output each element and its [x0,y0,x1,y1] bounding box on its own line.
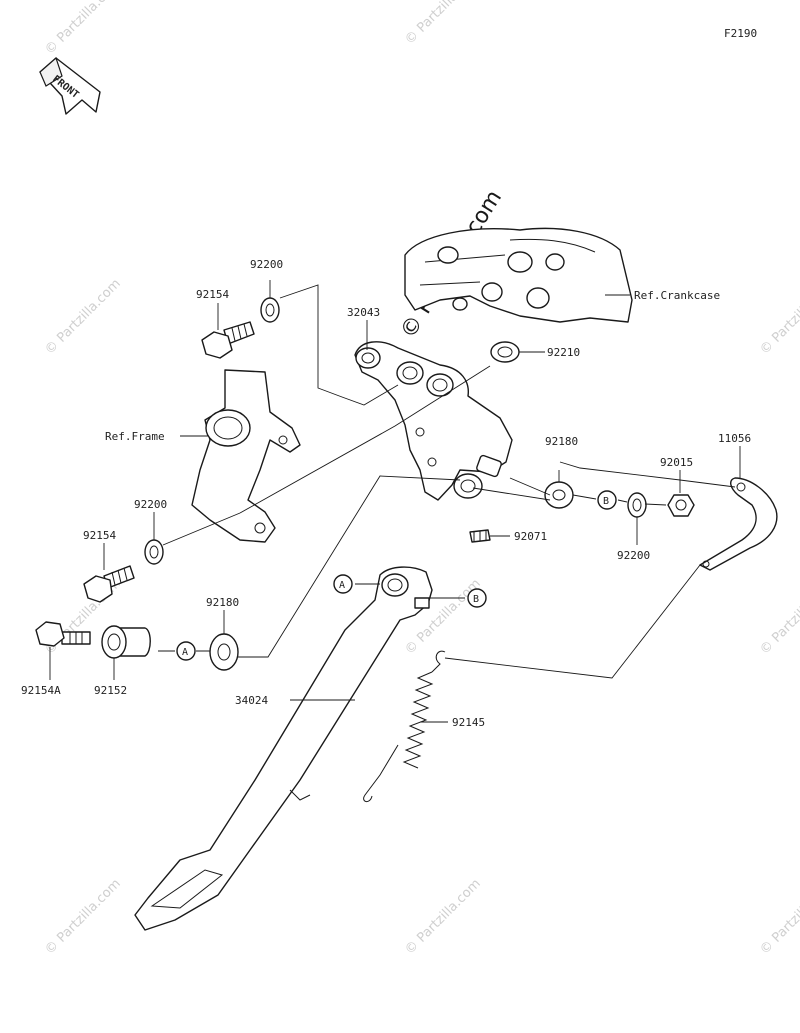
label-92210: 92210 [547,346,580,359]
washer-92200-mid [144,539,164,565]
marker-b-1: B [467,588,487,608]
label-92071: 92071 [514,530,547,543]
label-ref-crankcase: Ref.Crankcase [634,289,720,302]
nut-92015 [667,494,695,517]
washer-92180-left [209,633,239,671]
bolt-92154A [35,621,91,647]
watermark-layer: © Partzilla.com © Partzilla.com © Partzi… [42,0,800,958]
label-92200-right: 92200 [617,549,650,562]
bracket-32043 [354,341,513,501]
side-stand-34024 [134,566,433,931]
collar-92152 [101,625,151,659]
label-92154-top: 92154 [196,288,229,301]
label-11056: 11056 [718,432,751,445]
label-92200-mid: 92200 [134,498,167,511]
watermark: © Partzilla.com [757,276,800,358]
svg-text:B: B [473,594,479,605]
washer-92200-top [260,297,280,323]
svg-text:A: A [339,580,345,591]
crankcase-ref [404,227,633,323]
marker-a-1: A [333,574,353,594]
svg-text:B: B [603,496,609,507]
label-92152: 92152 [94,684,127,697]
label-92200-top: 92200 [250,258,283,271]
watermark: © Partzilla.com [757,876,800,958]
bushing-92210 [490,341,520,363]
label-92154-mid: 92154 [83,529,116,542]
watermark: © Partzilla.com [42,876,124,958]
label-34024: 34024 [235,694,268,707]
marker-b-2: B [597,490,617,510]
label-32043: 32043 [347,306,380,319]
spring-92145 [363,650,446,802]
bolt-92154-top [201,321,255,359]
label-92015: 92015 [660,456,693,469]
front-arrow-icon: FRONT [39,56,101,115]
label-92145: 92145 [452,716,485,729]
bushing-92071 [469,529,491,543]
watermark: © Partzilla.com [402,0,484,48]
figure-code: F2190 [724,27,757,40]
watermark: © Partzilla.com [42,276,124,358]
marker-a-2: A [176,641,196,661]
leader-lines [49,280,741,723]
bolt-92154-mid [83,565,135,603]
washer-92200-right [627,492,647,518]
svg-text:A: A [182,647,188,658]
watermark: © Partzilla.com [757,576,800,658]
rod-11056 [699,477,778,571]
label-92180-left: 92180 [206,596,239,609]
label-92154A: 92154A [21,684,61,697]
watermark: © Partzilla.com [402,876,484,958]
part-labels: 92200 92154 32043 92210 Ref.Crankcase Re… [21,258,751,729]
label-92180-right: 92180 [545,435,578,448]
watermark: © Partzilla.com [42,0,124,58]
frame-ref [191,369,301,543]
label-ref-frame: Ref.Frame [105,430,165,443]
